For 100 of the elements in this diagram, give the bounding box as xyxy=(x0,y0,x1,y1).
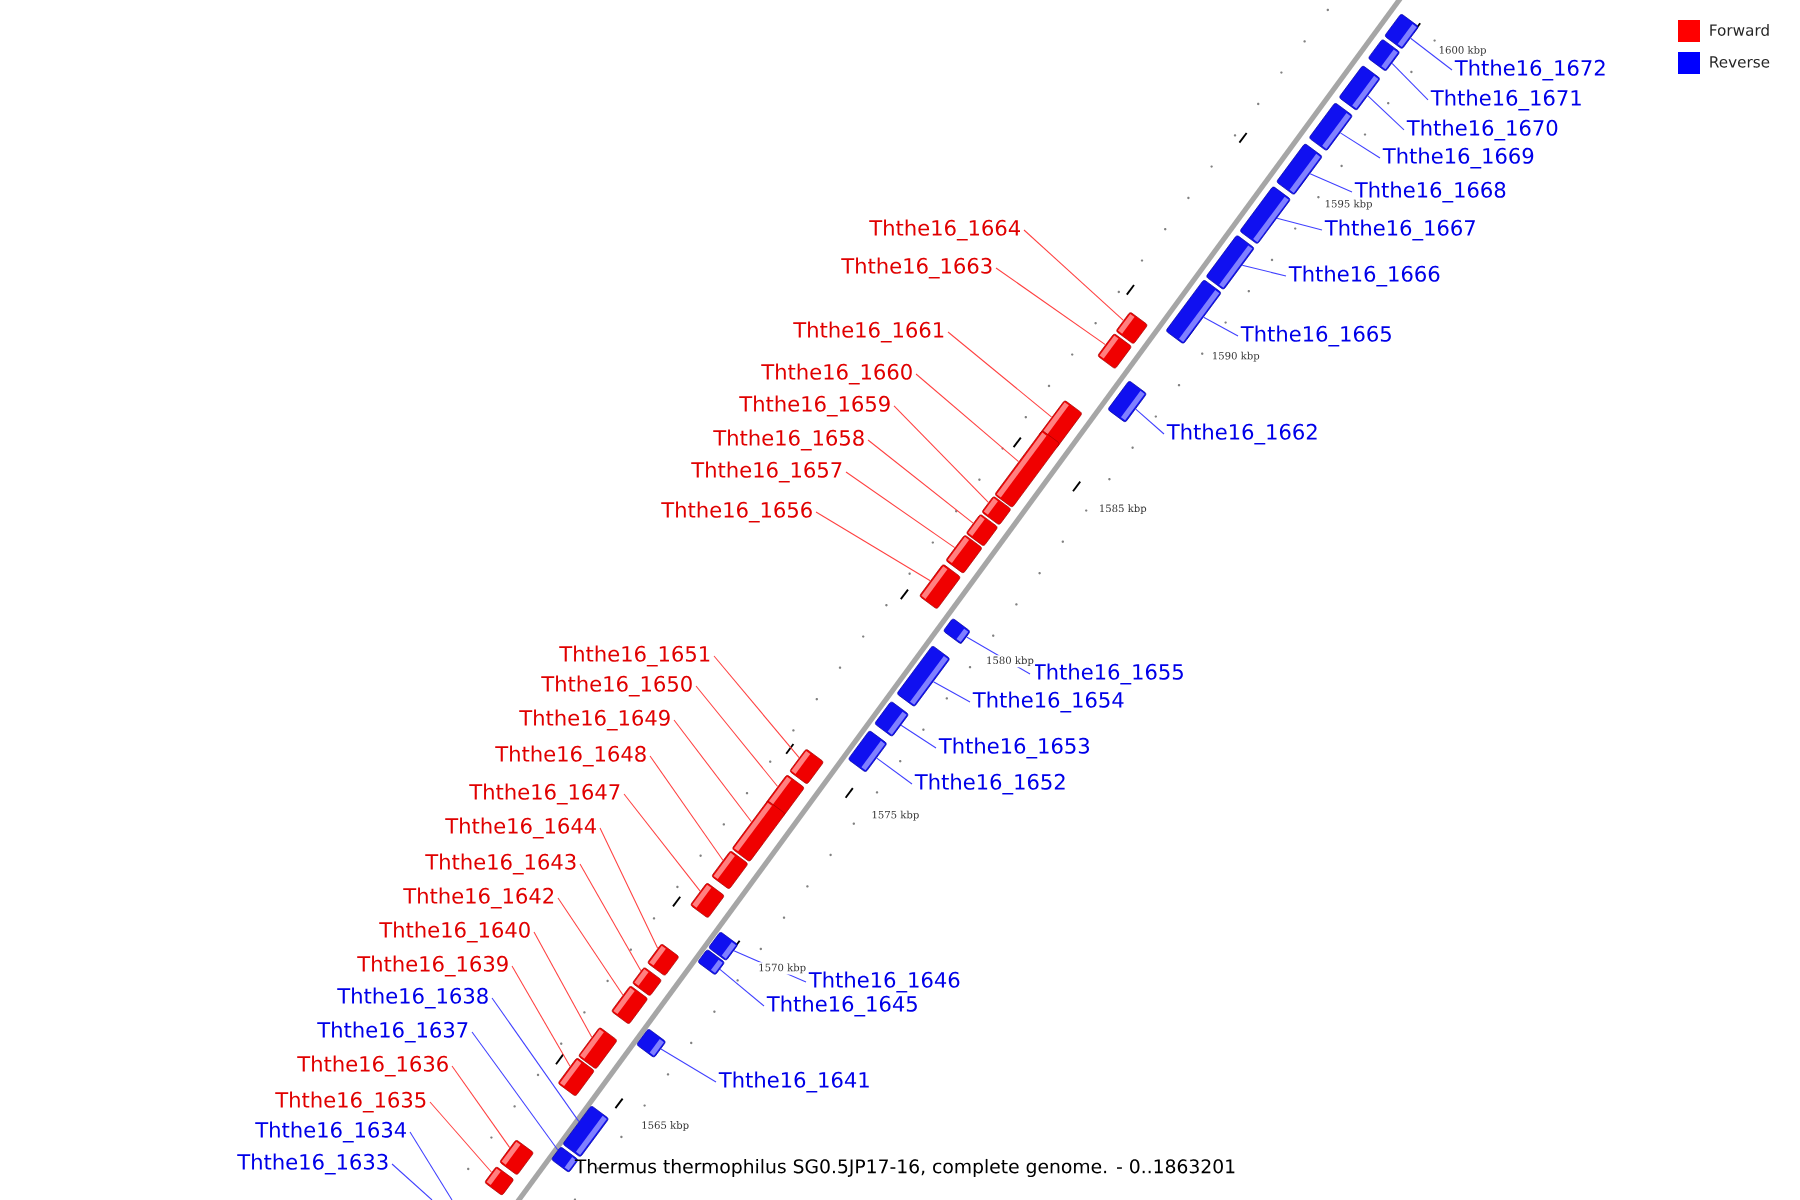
leader-line xyxy=(893,405,989,503)
gene-block xyxy=(1116,312,1148,344)
leader-line xyxy=(1023,229,1124,321)
gene-block xyxy=(1098,333,1132,369)
leader-line xyxy=(876,757,913,785)
gene-block xyxy=(632,967,662,996)
gene-label: Ththe16_1660 xyxy=(761,363,912,385)
gene-block xyxy=(1206,235,1254,290)
gene-label: Ththe16_1648 xyxy=(495,745,646,767)
gene-label: Ththe16_1638 xyxy=(337,987,488,1009)
leader-line xyxy=(713,655,800,759)
gene-label: Ththe16_1636 xyxy=(297,1055,448,1077)
gene-label: Ththe16_1670 xyxy=(1406,119,1558,141)
gene-block xyxy=(500,1140,534,1175)
gene-label: Ththe16_1656 xyxy=(661,501,812,523)
gene-label: Ththe16_1646 xyxy=(808,971,960,993)
gene-label: Ththe16_1669 xyxy=(1382,147,1534,169)
caption: Thermus thermophilus SG0.5JP17-16, complete genome. - 0..1863201 xyxy=(574,1158,1235,1178)
gene-label: Ththe16_1645 xyxy=(766,995,917,1017)
gene-block xyxy=(637,1029,666,1058)
gene-block xyxy=(943,618,970,644)
gene-label: Ththe16_1654 xyxy=(972,691,1124,713)
leader-line xyxy=(1339,132,1381,159)
leader-line xyxy=(719,968,765,1007)
leader-line xyxy=(845,471,956,549)
gene-block xyxy=(578,1027,617,1069)
leader-line xyxy=(695,685,779,787)
gene-block xyxy=(995,430,1060,508)
gene-label: Ththe16_1633 xyxy=(237,1153,388,1175)
leader-line xyxy=(947,331,1053,418)
gene-label: Ththe16_1634 xyxy=(255,1121,406,1143)
leader-line xyxy=(1367,95,1405,131)
leader-line xyxy=(471,1031,559,1151)
leader-line xyxy=(391,1163,433,1200)
gene-label: Ththe16_1661 xyxy=(793,321,944,343)
leader-line xyxy=(815,511,931,582)
gene-label: Ththe16_1672 xyxy=(1454,59,1605,81)
gene-label: Ththe16_1650 xyxy=(541,675,692,697)
gene-label: Ththe16_1671 xyxy=(1430,89,1581,111)
gene-block xyxy=(1339,65,1380,110)
gene-label: Ththe16_1635 xyxy=(275,1091,426,1113)
leader-line xyxy=(533,931,593,1038)
gene-block xyxy=(919,564,961,609)
leader-line xyxy=(673,719,752,823)
gene-block xyxy=(698,949,725,975)
gene-block xyxy=(1276,143,1322,195)
gene-label: Ththe16_1664 xyxy=(869,219,1020,241)
gene-label: Ththe16_1642 xyxy=(403,887,554,909)
gene-block xyxy=(790,749,824,784)
gene-label: Ththe16_1640 xyxy=(379,921,530,943)
leader-line xyxy=(1241,264,1287,277)
gene-label: Ththe16_1639 xyxy=(357,955,508,977)
leader-line xyxy=(557,897,624,996)
gene-block xyxy=(848,730,887,772)
gene-label: Ththe16_1657 xyxy=(691,461,842,483)
gene-label: Ththe16_1637 xyxy=(317,1021,468,1043)
gene-block xyxy=(563,1106,609,1157)
gene-block xyxy=(611,986,648,1024)
leader-line xyxy=(1309,173,1353,193)
leader-line xyxy=(409,1131,453,1200)
gene-block xyxy=(690,883,724,918)
gene-label: Ththe16_1641 xyxy=(718,1071,869,1093)
gene-label: Ththe16_1663 xyxy=(841,257,992,279)
gene-label: Ththe16_1653 xyxy=(938,737,1089,759)
gene-label: Ththe16_1667 xyxy=(1324,219,1475,241)
gene-block xyxy=(485,1167,514,1195)
gene-label: Ththe16_1643 xyxy=(425,853,576,875)
leader-line xyxy=(491,997,580,1123)
gene-block xyxy=(1385,14,1419,49)
gene-label: Ththe16_1662 xyxy=(1166,423,1317,445)
gene-label: Ththe16_1649 xyxy=(519,709,670,731)
leader-line xyxy=(1391,62,1429,101)
gene-block xyxy=(1309,103,1353,151)
leader-line xyxy=(1410,37,1453,71)
leader-line xyxy=(900,724,937,749)
gene-block xyxy=(712,851,748,889)
gene-block xyxy=(558,1058,594,1096)
leader-line xyxy=(649,755,724,861)
leader-line xyxy=(451,1065,511,1149)
leader-line xyxy=(867,439,974,524)
gene-label: Ththe16_1647 xyxy=(469,783,620,805)
leader-line xyxy=(995,267,1106,346)
gene-block xyxy=(897,646,950,707)
gene-block xyxy=(875,701,909,737)
gene-label: Ththe16_1668 xyxy=(1354,181,1506,203)
leader-line xyxy=(1203,316,1239,337)
gene-block xyxy=(1368,39,1400,71)
gene-label: Ththe16_1652 xyxy=(914,773,1065,795)
leader-line xyxy=(599,827,659,949)
gene-block xyxy=(1240,186,1291,244)
gene-block xyxy=(946,535,982,573)
gene-label: Ththe16_1666 xyxy=(1288,265,1440,287)
leader-line xyxy=(1276,217,1323,231)
leader-line xyxy=(511,965,571,1067)
gene-label: Ththe16_1665 xyxy=(1240,325,1391,347)
gene-block xyxy=(732,801,785,862)
gene-label: Ththe16_1655 xyxy=(1032,663,1183,685)
gene-label: Ththe16_1644 xyxy=(445,817,596,839)
leader-line xyxy=(932,681,971,703)
leader-line xyxy=(623,793,701,892)
